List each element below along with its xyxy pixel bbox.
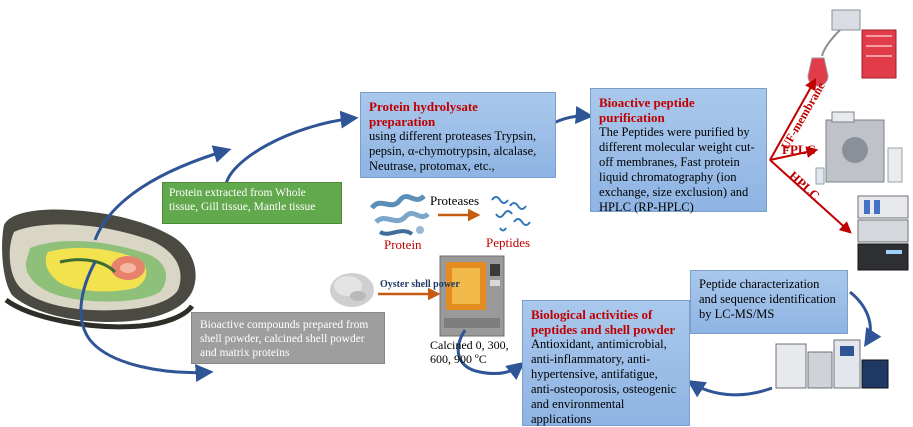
- biological-activities-text: Antioxidant, antimicrobial, anti-inflamm…: [531, 337, 677, 426]
- protein-hydrolysate-text: using different proteases Trypsin, pepsi…: [369, 129, 537, 173]
- furnace-illustration: [439, 255, 505, 337]
- biological-activities-box: Biological activities of peptides and sh…: [522, 300, 690, 426]
- fplc-equipment: [815, 111, 903, 185]
- protein-extraction-box: Protein extracted from Whole tissue, Gil…: [162, 182, 342, 224]
- biological-activities-title: Biological activities of peptides and sh…: [531, 307, 676, 337]
- purification-branch-arrows: [769, 77, 852, 234]
- peptides-label: Peptides: [486, 235, 531, 250]
- oyster-shell-powder-label: Oyster shell power: [380, 279, 460, 290]
- peptide-purification-box: Bioactive peptide purification The Pepti…: [590, 88, 767, 214]
- bioactive-compounds-box: Bioactive compounds prepared from shell …: [191, 312, 385, 364]
- peptide-characterization-text: Peptide characterization and sequence id…: [699, 277, 836, 321]
- protein-extraction-text: Protein extracted from Whole tissue, Gil…: [169, 187, 316, 213]
- protein-hydrolysate-title: Protein hydrolysate preparation: [369, 99, 478, 129]
- fplc-label: FPLC: [782, 142, 816, 157]
- peptide-characterization-box: Peptide characterization and sequence id…: [690, 270, 848, 334]
- protein-hydrolysate-box: Protein hydrolysate preparation using di…: [360, 92, 556, 178]
- calcination-label: Calcined 0, 300, 600, 900 ºC: [430, 338, 509, 366]
- lcms-equipment: [775, 339, 889, 389]
- shell-powder-illustration: [330, 273, 374, 307]
- peptides-illustration: [491, 196, 531, 232]
- process-arrows: [79, 106, 882, 398]
- proteases-label: Proteases: [430, 193, 480, 208]
- peptide-purification-text: The Peptides were purified by different …: [599, 125, 755, 214]
- protein-structure-illustration: [369, 194, 430, 236]
- protein-label: Protein: [384, 237, 422, 252]
- bioactive-compounds-text: Bioactive compounds prepared from shell …: [200, 319, 369, 359]
- peptide-purification-title: Bioactive peptide purification: [599, 95, 695, 125]
- uf-membrane-equipment: [807, 9, 897, 87]
- oyster-illustration: [2, 209, 196, 330]
- hplc-equipment: [857, 195, 909, 271]
